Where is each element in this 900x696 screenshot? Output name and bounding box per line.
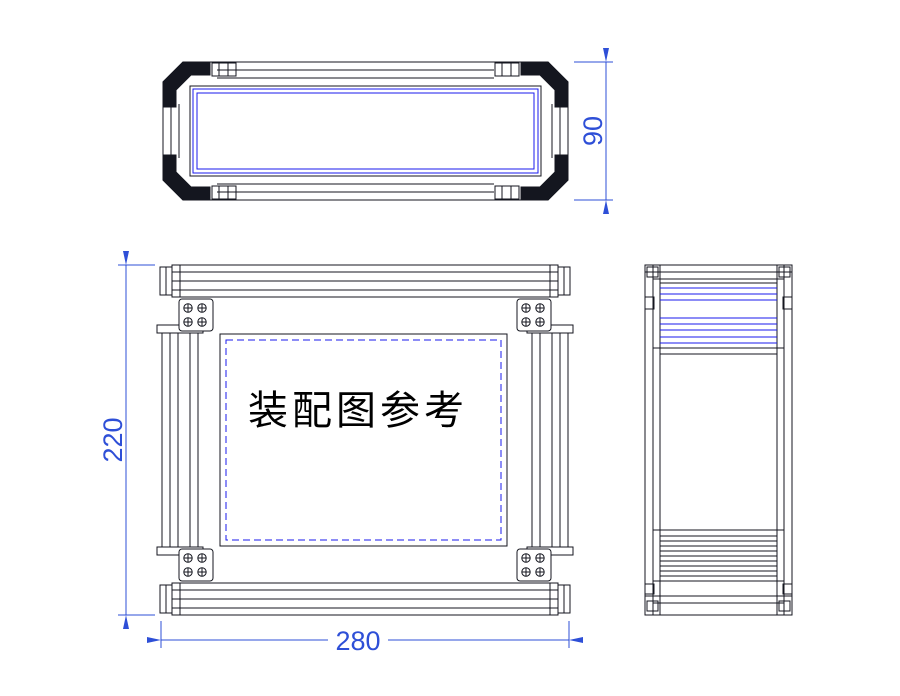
panel-edge [219,333,508,547]
top-view-panel-edge-outer [192,88,539,174]
top-view [162,61,569,201]
side-view-bottom-band [645,595,792,604]
side-view-wall-lines [652,265,785,615]
front-view: 装配图参考 [156,264,574,616]
left-column [156,324,204,556]
top-view-outline [162,61,569,201]
side-view-top-band [645,271,792,355]
dimension-width: 280 [147,621,583,656]
top-view-corner-caps [162,61,569,201]
side-view-panel-lines [660,287,777,344]
corner-bracket-top-right [516,298,552,332]
corner-bracket-bottom-left [178,548,214,582]
top-rail [159,264,571,298]
top-view-profile-lines [170,69,561,193]
bottom-rail [159,582,571,616]
corner-bracket-bottom-right [516,548,552,582]
top-view-connector-details [211,62,520,200]
top-view-panel-edge-inner [196,92,535,170]
side-view-bottom-stack [653,529,784,582]
side-view [644,264,793,616]
dimension-depth-label: 90 [578,116,608,146]
inner-panel: 装配图参考 [219,333,508,547]
side-view-corner-details [644,266,793,612]
corner-bracket-top-left [178,298,214,332]
side-view-outline [644,264,793,616]
top-view-inner-opening [189,85,542,177]
dimension-height: 220 [98,251,155,629]
dimension-height-label: 220 [98,417,128,462]
dimension-width-label: 280 [335,626,380,656]
right-column [526,324,574,556]
dimension-depth: 90 [574,48,613,214]
dimension-width-extension-lines [160,621,570,648]
panel-hidden-edge [225,339,502,541]
dimension-width-label-backing [328,624,388,654]
assembly-note: 装配图参考 [248,388,468,433]
